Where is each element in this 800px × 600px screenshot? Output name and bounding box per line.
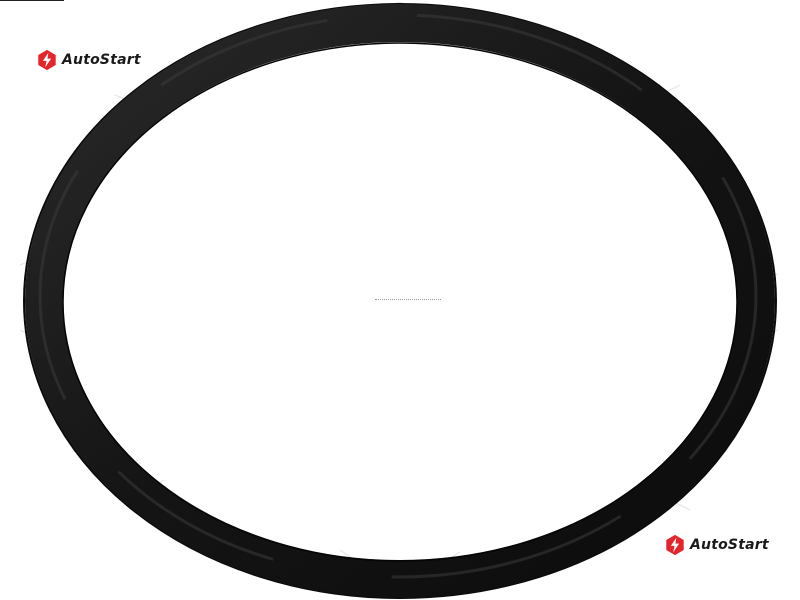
autostart-logo-icon [666, 534, 684, 556]
autostart-logo-icon [38, 49, 56, 71]
brand-logo-bottom: AutoStart [664, 534, 769, 556]
brand-name: AutoStart [690, 537, 769, 553]
o-ring-inner-edge [62, 42, 738, 562]
brand-name: AutoStart [62, 52, 141, 68]
o-ring-highlight [38, 13, 758, 579]
corner-mark [0, 0, 64, 1]
center-mark [375, 299, 441, 302]
brand-logo-top: AutoStart [36, 49, 141, 71]
